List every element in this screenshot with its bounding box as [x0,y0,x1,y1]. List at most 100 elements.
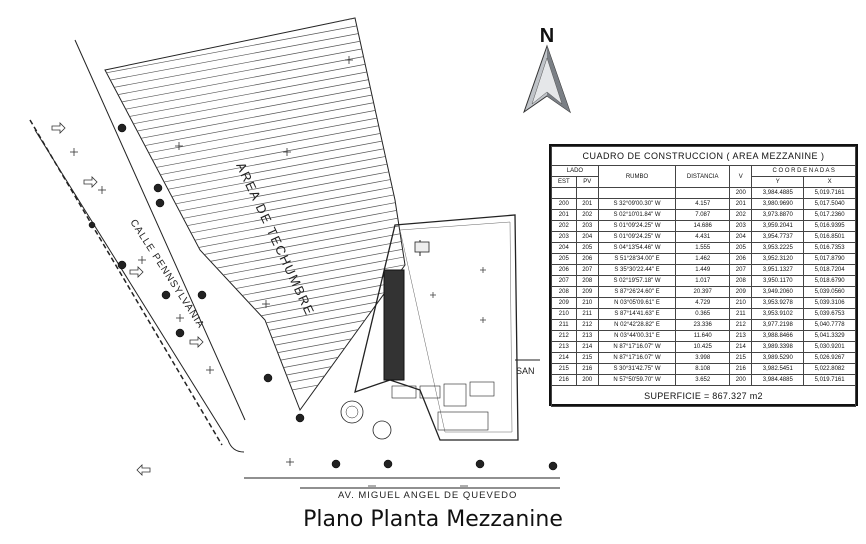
cell-rumbo: S 51°28'34.00" E [597,253,677,265]
cell-x: 5,040.7778 [803,319,856,331]
table-title: CUADRO DE CONSTRUCCION ( AREA MEZZANINE … [551,146,856,166]
cell-pv: 210 [575,297,599,309]
cell-pv: 206 [575,253,599,265]
cell-rumbo: S 87°14'41.63" E [597,308,677,320]
street-boundaries [29,39,560,489]
cell-rumbo: N 03°44'00.31" E [597,330,677,342]
cell-est: 208 [551,286,577,298]
cell-rumbo: S 01°09'24.25" W [597,231,677,243]
cell-dist: 4.157 [675,198,731,210]
cell-v: 202 [729,209,753,221]
cell-y: 3,950.1170 [751,275,805,287]
cell-rumbo: N 57°50'59.70" W [597,374,677,386]
cell-y: 3,984.4885 [751,374,805,386]
cell-rumbo: N 87°17'16.07" W [597,341,677,353]
cell-y: 3,952.3120 [751,253,805,265]
plan-caption: Plano Planta Mezzanine [303,507,563,532]
cell-est: 201 [551,209,577,221]
cell-x: 5,039.0560 [803,286,856,298]
street-trees [88,123,558,471]
cell-rumbo: S 04°13'54.46" W [597,242,677,254]
header-rumbo: RUMBO [597,165,677,188]
cell-est: 206 [551,264,577,276]
cell-x: 5,030.9201 [803,341,856,353]
cell-v: 211 [729,308,753,320]
cell-dist: 1.555 [675,242,731,254]
cell-v: 200 [729,374,753,386]
cell-est: 207 [551,275,577,287]
cell-est: 200 [551,198,577,210]
cell-x: 5,016.9395 [803,220,856,232]
cell-pv: 215 [575,352,599,364]
cell-y: 3,980.9690 [751,198,805,210]
cell-rumbo: S 87°26'24.60" E [597,286,677,298]
cell-dist: 1.449 [675,264,731,276]
street-label-pennsylvania: CALLE PENNSYLVANIA [127,218,206,331]
cell-pv: 204 [575,231,599,243]
cell-rumbo: S 01°09'24.25" W [597,220,677,232]
cell-y: 3,977.2198 [751,319,805,331]
cell-rumbo: N 03°05'09.61" E [597,297,677,309]
cell-dist: 7.087 [675,209,731,221]
cell-x: 5,016.7353 [803,242,856,254]
cell-est: 213 [551,341,577,353]
header-v: V [729,165,753,188]
cell-dist: 11.640 [675,330,731,342]
cell-v: 216 [729,363,753,375]
cell-x: 5,022.8082 [803,363,856,375]
cell-rumbo: N 02°42'28.82" E [597,319,677,331]
cell-dist: 20.397 [675,286,731,298]
cell-v: 207 [729,264,753,276]
cell-y: 3,989.3398 [751,341,805,353]
cell-y: 3,951.1327 [751,264,805,276]
construction-table: CUADRO DE CONSTRUCCION ( AREA MEZZANINE … [549,144,858,407]
north-arrow-icon: N [523,25,571,114]
cell-rumbo: S 02°19'57.18" W [597,275,677,287]
side-label: SAN [516,366,535,376]
street-label-quevedo: AV. MIGUEL ANGEL DE QUEVEDO [338,490,517,501]
cell-x: 5,017.8790 [803,253,856,265]
cell-x: 5,019.7161 [803,374,856,386]
traffic-arrows [51,122,204,476]
cell-pv: 216 [575,363,599,375]
cell-x: 5,017.5040 [803,198,856,210]
cell-v: 214 [729,341,753,353]
cell-x: 5,041.3329 [803,330,856,342]
cell-pv: 212 [575,319,599,331]
cell-x: 5,018.7204 [803,264,856,276]
cell-pv: 208 [575,275,599,287]
cell-est: 214 [551,352,577,364]
cell-x: 5,017.2360 [803,209,856,221]
cell-x: 5,016.8501 [803,231,856,243]
cell-v: 205 [729,242,753,254]
superficie-total: SUPERFICIE = 867.327 m2 [551,385,856,407]
cell-pv: 202 [575,209,599,221]
cell-est: 211 [551,319,577,331]
header-pv: PV [575,176,599,188]
cell-v: 209 [729,286,753,298]
cell-dist: 23.336 [675,319,731,331]
header-x: X [803,176,856,188]
cell-y: 3,973.8870 [751,209,805,221]
cell-dist: 0.365 [675,308,731,320]
cell-v: 213 [729,330,753,342]
cell-dist: 10.425 [675,341,731,353]
cell-v: 203 [729,220,753,232]
header-lado: LADO [551,165,599,177]
cell-y: 3,959.2041 [751,220,805,232]
cell-rumbo: S 35°30'22.44" E [597,264,677,276]
cell-pv: 211 [575,308,599,320]
header-coordenadas: C O O R D E N A D A S [751,165,856,177]
cell-est: 212 [551,330,577,342]
